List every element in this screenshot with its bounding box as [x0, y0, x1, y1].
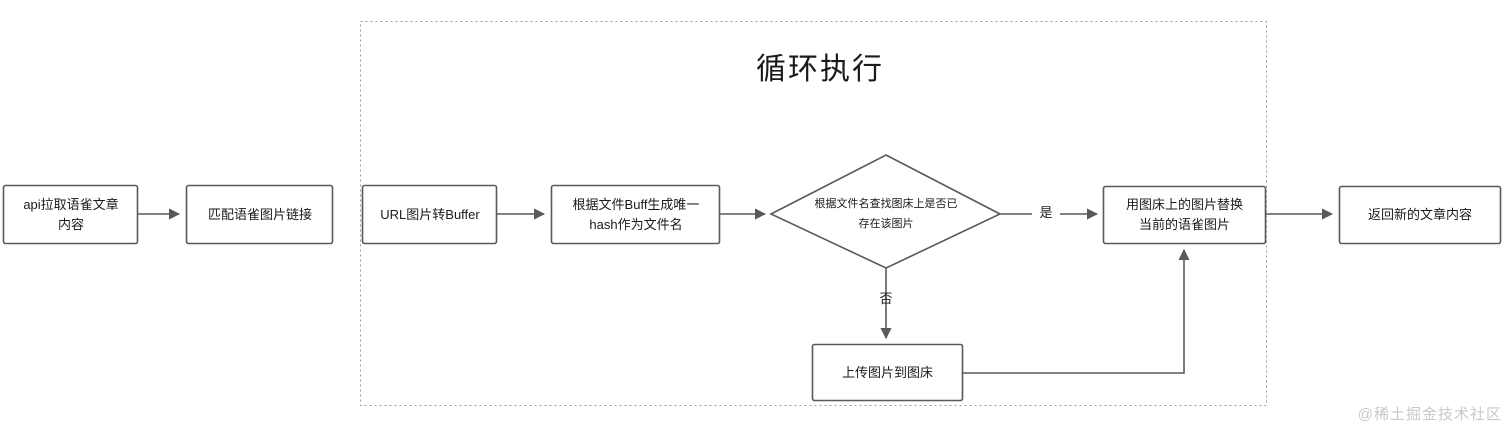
node-url-to-buffer[interactable]	[361, 184, 498, 245]
edge-upload-to-replace	[963, 248, 1190, 374]
loop-group-title: 循环执行	[756, 53, 884, 86]
node-return-article[interactable]	[1338, 185, 1502, 245]
edge-label-no: 否	[879, 291, 893, 306]
node-match-image-url[interactable]	[185, 184, 334, 245]
node-hash-filename[interactable]	[550, 184, 721, 245]
watermark-text: @稀土掘金技术社区	[1357, 406, 1502, 423]
edge-label-yes: 是	[1039, 205, 1053, 220]
node-upload-image[interactable]	[811, 343, 964, 402]
node-exists-check[interactable]	[769, 154, 1002, 269]
node-replace-image[interactable]	[1102, 185, 1267, 245]
node-fetch-article[interactable]	[2, 184, 139, 245]
